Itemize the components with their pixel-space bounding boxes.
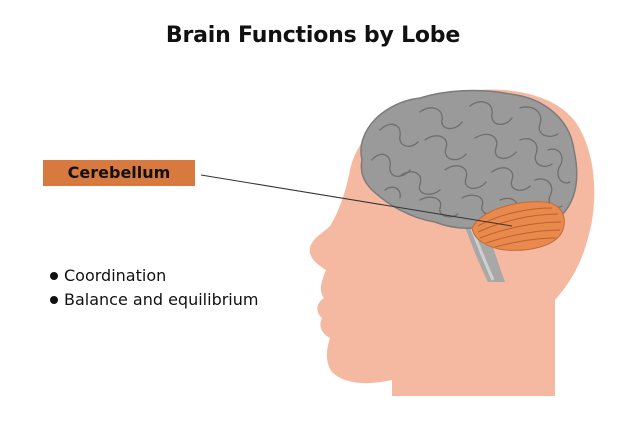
function-list: Coordination Balance and equilibrium: [50, 264, 258, 312]
diagram-title: Brain Functions by Lobe: [165, 23, 461, 48]
leader-line: [200, 174, 513, 227]
cerebellum-label: Cerebellum: [43, 160, 195, 186]
list-item-text: Coordination: [64, 266, 167, 285]
list-item: Coordination: [50, 264, 258, 288]
brain-folds: [371, 101, 571, 218]
list-item-text: Balance and equilibrium: [64, 290, 259, 309]
cerebrum: [360, 89, 578, 230]
list-item: Balance and equilibrium: [50, 288, 258, 312]
bullet-dot-icon: [50, 271, 58, 280]
bullet-dot-icon: [50, 295, 58, 304]
cerebellum-folia: [477, 207, 562, 248]
